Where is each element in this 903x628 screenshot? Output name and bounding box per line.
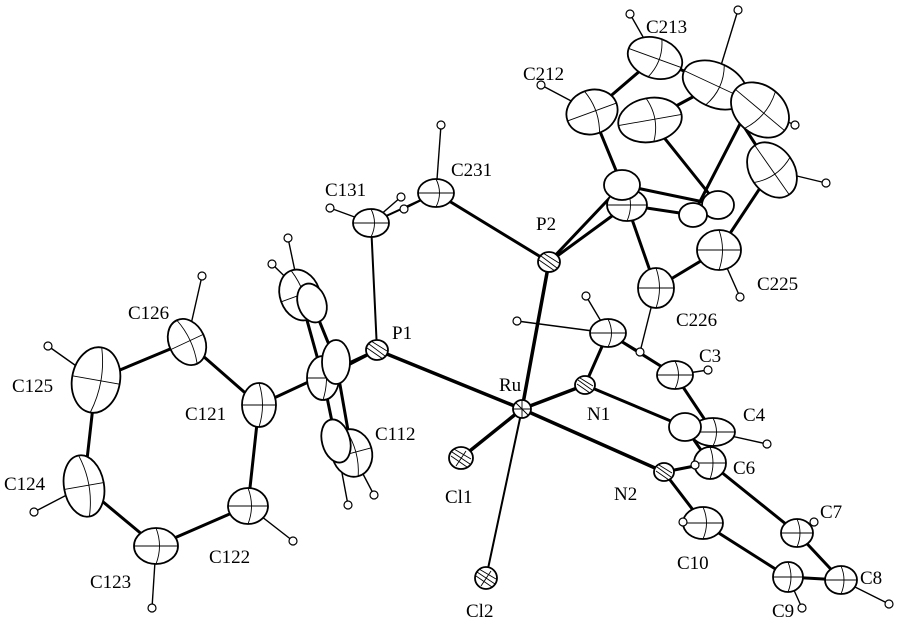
- atom-c2: [589, 318, 627, 348]
- atom-c224: [730, 81, 790, 139]
- label-c131: C131: [325, 180, 366, 201]
- label-ru: Ru: [499, 375, 522, 396]
- atom-c115: [296, 282, 328, 324]
- atom-labels: C213 C212 C231 C131 P2 C126 P1 C225 C226…: [4, 17, 882, 622]
- atom-c226: [637, 267, 675, 309]
- atom-c225: [696, 229, 742, 271]
- atom-c231: [417, 178, 455, 208]
- label-c112: C112: [375, 424, 415, 445]
- bond-n1-c5: [583, 383, 687, 429]
- label-c123: C123: [90, 572, 131, 593]
- atom-ru: [512, 399, 532, 419]
- label-c226: C226: [676, 310, 717, 331]
- label-c3: C3: [699, 346, 721, 367]
- bond-ru-cl1: [459, 407, 524, 460]
- label-c8: C8: [860, 568, 882, 589]
- label-c4: C4: [743, 405, 766, 426]
- label-c231: C231: [451, 160, 492, 181]
- bond-c6-c7: [708, 461, 799, 535]
- bond-ru-cl2: [485, 408, 523, 579]
- label-c213: C213: [646, 17, 687, 38]
- label-n1: N1: [587, 404, 610, 425]
- atom-c212: [565, 88, 619, 136]
- bond-c231-p2: [434, 191, 551, 264]
- atom-c5: [668, 412, 702, 442]
- bond-ru-n2: [520, 407, 666, 474]
- label-p2: P2: [536, 214, 556, 235]
- atom-c223: [746, 141, 798, 199]
- hydrogen-atoms: [29, 5, 894, 613]
- carbon-atoms: [62, 36, 858, 595]
- atom-c121: [241, 382, 277, 428]
- atom-c213: [626, 36, 684, 80]
- atom-c7: [780, 518, 814, 548]
- label-p1: P1: [392, 323, 412, 344]
- atom-c131: [352, 208, 390, 238]
- atom-cl1: [448, 446, 474, 470]
- atom-cl2: [474, 566, 498, 590]
- atom-ellipsoids: [29, 5, 894, 613]
- label-c225: C225: [757, 274, 798, 295]
- atom-n1: [574, 375, 596, 395]
- bond-p1-c131: [370, 222, 378, 351]
- bond-c223-c222: [691, 120, 743, 217]
- atom-n2: [653, 462, 675, 482]
- label-c9: C9: [772, 601, 794, 622]
- atom-c4: [690, 417, 736, 447]
- atom-c9: [772, 561, 804, 593]
- atom-c112: [320, 418, 352, 464]
- label-c10: C10: [677, 553, 709, 574]
- label-c212: C212: [523, 64, 564, 85]
- atom-p2: [537, 251, 561, 273]
- label-c125: C125: [12, 376, 53, 397]
- atom-c211: [603, 169, 641, 201]
- atom-c125: [70, 346, 122, 414]
- bond-ru-p1: [375, 348, 524, 411]
- label-cl1: Cl1: [445, 487, 472, 508]
- atom-c6: [693, 446, 727, 480]
- atom-c8: [824, 565, 858, 595]
- atom-c114: [321, 339, 351, 385]
- label-c126: C126: [128, 303, 169, 324]
- label-c122: C122: [209, 547, 250, 568]
- label-cl2: Cl2: [466, 601, 493, 622]
- label-c121: C121: [185, 404, 226, 425]
- label-c124: C124: [4, 474, 46, 495]
- bond-ru-p2: [520, 260, 551, 411]
- atom-c124: [62, 454, 106, 518]
- atom-c10: [682, 506, 724, 540]
- label-n2: N2: [614, 484, 637, 505]
- label-c6: C6: [733, 458, 755, 479]
- bond-ru-n1: [520, 383, 587, 411]
- atom-c122: [227, 487, 269, 525]
- atom-c215: [617, 96, 683, 144]
- label-c7: C7: [820, 502, 842, 523]
- atom-p1: [365, 339, 389, 361]
- atom-c123: [133, 527, 179, 565]
- atom-c126: [166, 318, 208, 366]
- atom-c222: [678, 202, 708, 228]
- atom-c3: [656, 360, 694, 390]
